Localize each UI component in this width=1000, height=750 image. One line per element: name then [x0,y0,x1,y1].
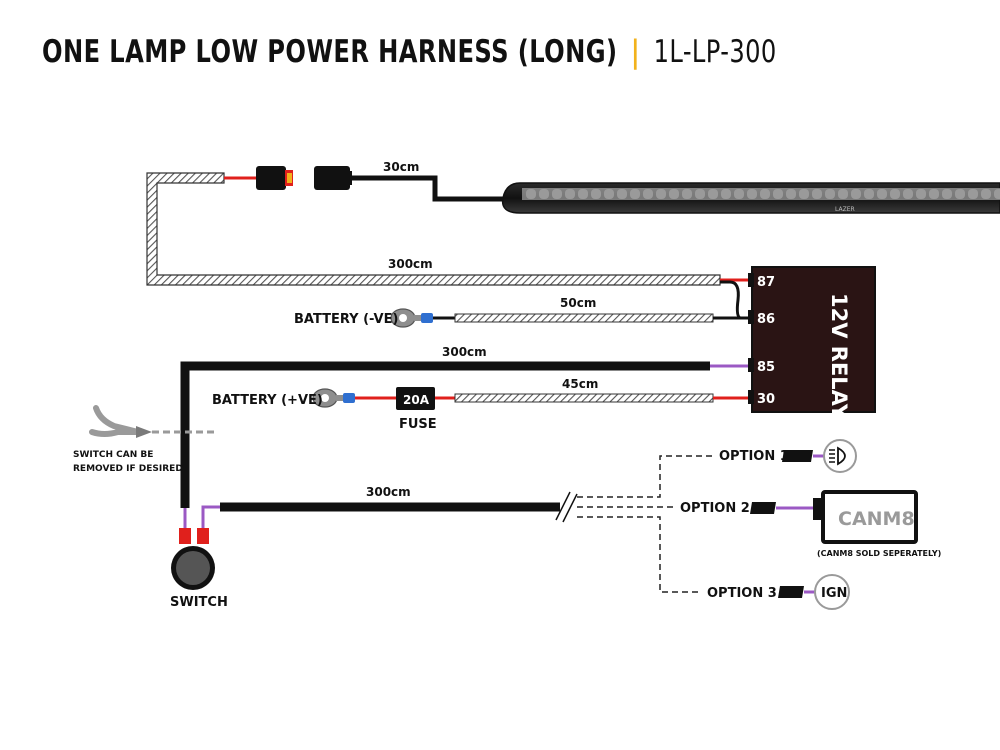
lamp-led [851,189,861,199]
ign-label: IGN [821,586,847,601]
option-3-connection: IGN [778,574,850,610]
battery-positive-lead [312,387,748,410]
lamp-led [526,189,536,199]
lamp-led [903,189,913,199]
relay-pin-30: 30 [757,392,775,407]
trigger-wire-length: 300cm [366,485,411,499]
lamp-led [708,189,718,199]
lamp-led [825,189,835,199]
lamp-led [864,189,874,199]
fuse-holder [396,387,435,410]
ignition-icon [814,574,850,610]
switch-note-line2: REMOVED IF DESIRED [73,464,183,474]
lamp-led [643,189,653,199]
lamp-led [877,189,887,199]
fuse-rating: 20A [403,393,430,407]
lamp-led [799,189,809,199]
lamp-led [565,189,575,199]
option-routing [577,455,713,593]
positive-lead-length: 45cm [562,377,598,391]
lamp-led [773,189,783,199]
switch-feed-wire [180,361,748,508]
lamp-led [617,189,627,199]
option-3-label: OPTION 3 [707,586,777,601]
title-separator: | [630,34,641,70]
switch-label: SWITCH [170,595,228,610]
cutters-icon [89,405,152,438]
lamp-led [591,189,601,199]
relay-pin-87: 87 [757,275,775,290]
trigger-wire [179,491,578,544]
lamp-led [682,189,692,199]
lamp-led [695,189,705,199]
canm8-label: CANM8 [838,508,915,530]
lamp-led [578,189,588,199]
lamp-lead-length: 30cm [383,160,419,174]
lamp-lead [314,166,503,202]
option-1-label: OPTION 1 [719,449,789,464]
option-2-label: OPTION 2 [680,501,750,516]
relay-pin-86: 86 [757,312,775,327]
headlight-icon [823,439,857,473]
lamp-led [669,189,679,199]
title-main: ONE LAMP LOW POWER HARNESS (LONG) [42,34,618,70]
lamp-led [981,189,991,199]
light-bar: LAZER [501,182,1000,214]
canm8-note: (CANM8 SOLD SEPERATELY) [817,549,941,558]
lamp-led [604,189,614,199]
fuse-label: FUSE [399,417,437,432]
lamp-led [968,189,978,199]
lamp-led [955,189,965,199]
lamp-led [734,189,744,199]
loom-connector-male [256,166,286,190]
lamp-led [890,189,900,199]
lamp-led [929,189,939,199]
battery-positive-label: BATTERY (+VE) [212,393,323,408]
relay-label: 12V RELAY [827,293,851,420]
battery-negative-label: BATTERY (-VE) [294,312,398,327]
lamp-led [942,189,952,199]
title-model: 1L-LP-300 [653,34,777,70]
lamp-led [721,189,731,199]
lamp-led [630,189,640,199]
negative-lead-length: 50cm [560,296,596,310]
relay: 87 86 85 30 12V RELAY [748,266,876,420]
lamp-led [838,189,848,199]
lamp-connector-female [314,166,350,190]
lamp-led [552,189,562,199]
page-title: ONE LAMP LOW POWER HARNESS (LONG) | 1L-L… [42,34,777,70]
lamp-led [916,189,926,199]
relay-pin-85: 85 [757,360,775,375]
battery-negative-lead [390,308,748,328]
rocker-switch [171,546,215,590]
lamp-led [747,189,757,199]
lamp-led [760,189,770,199]
main-loom [146,166,748,286]
main-loom-length: 300cm [388,257,433,271]
switch-feed-length: 300cm [442,345,487,359]
lamp-led [656,189,666,199]
canm8-module [821,490,918,544]
lamp-led [812,189,822,199]
lamp-led [539,189,549,199]
lamp-led [786,189,796,199]
switch-note-line1: SWITCH CAN BE [73,450,153,460]
lamp-brand-text: LAZER [835,206,855,213]
option-2-connection: CANM8 [750,490,918,544]
lamp-led [994,189,1000,199]
option-1-connection [782,439,857,473]
